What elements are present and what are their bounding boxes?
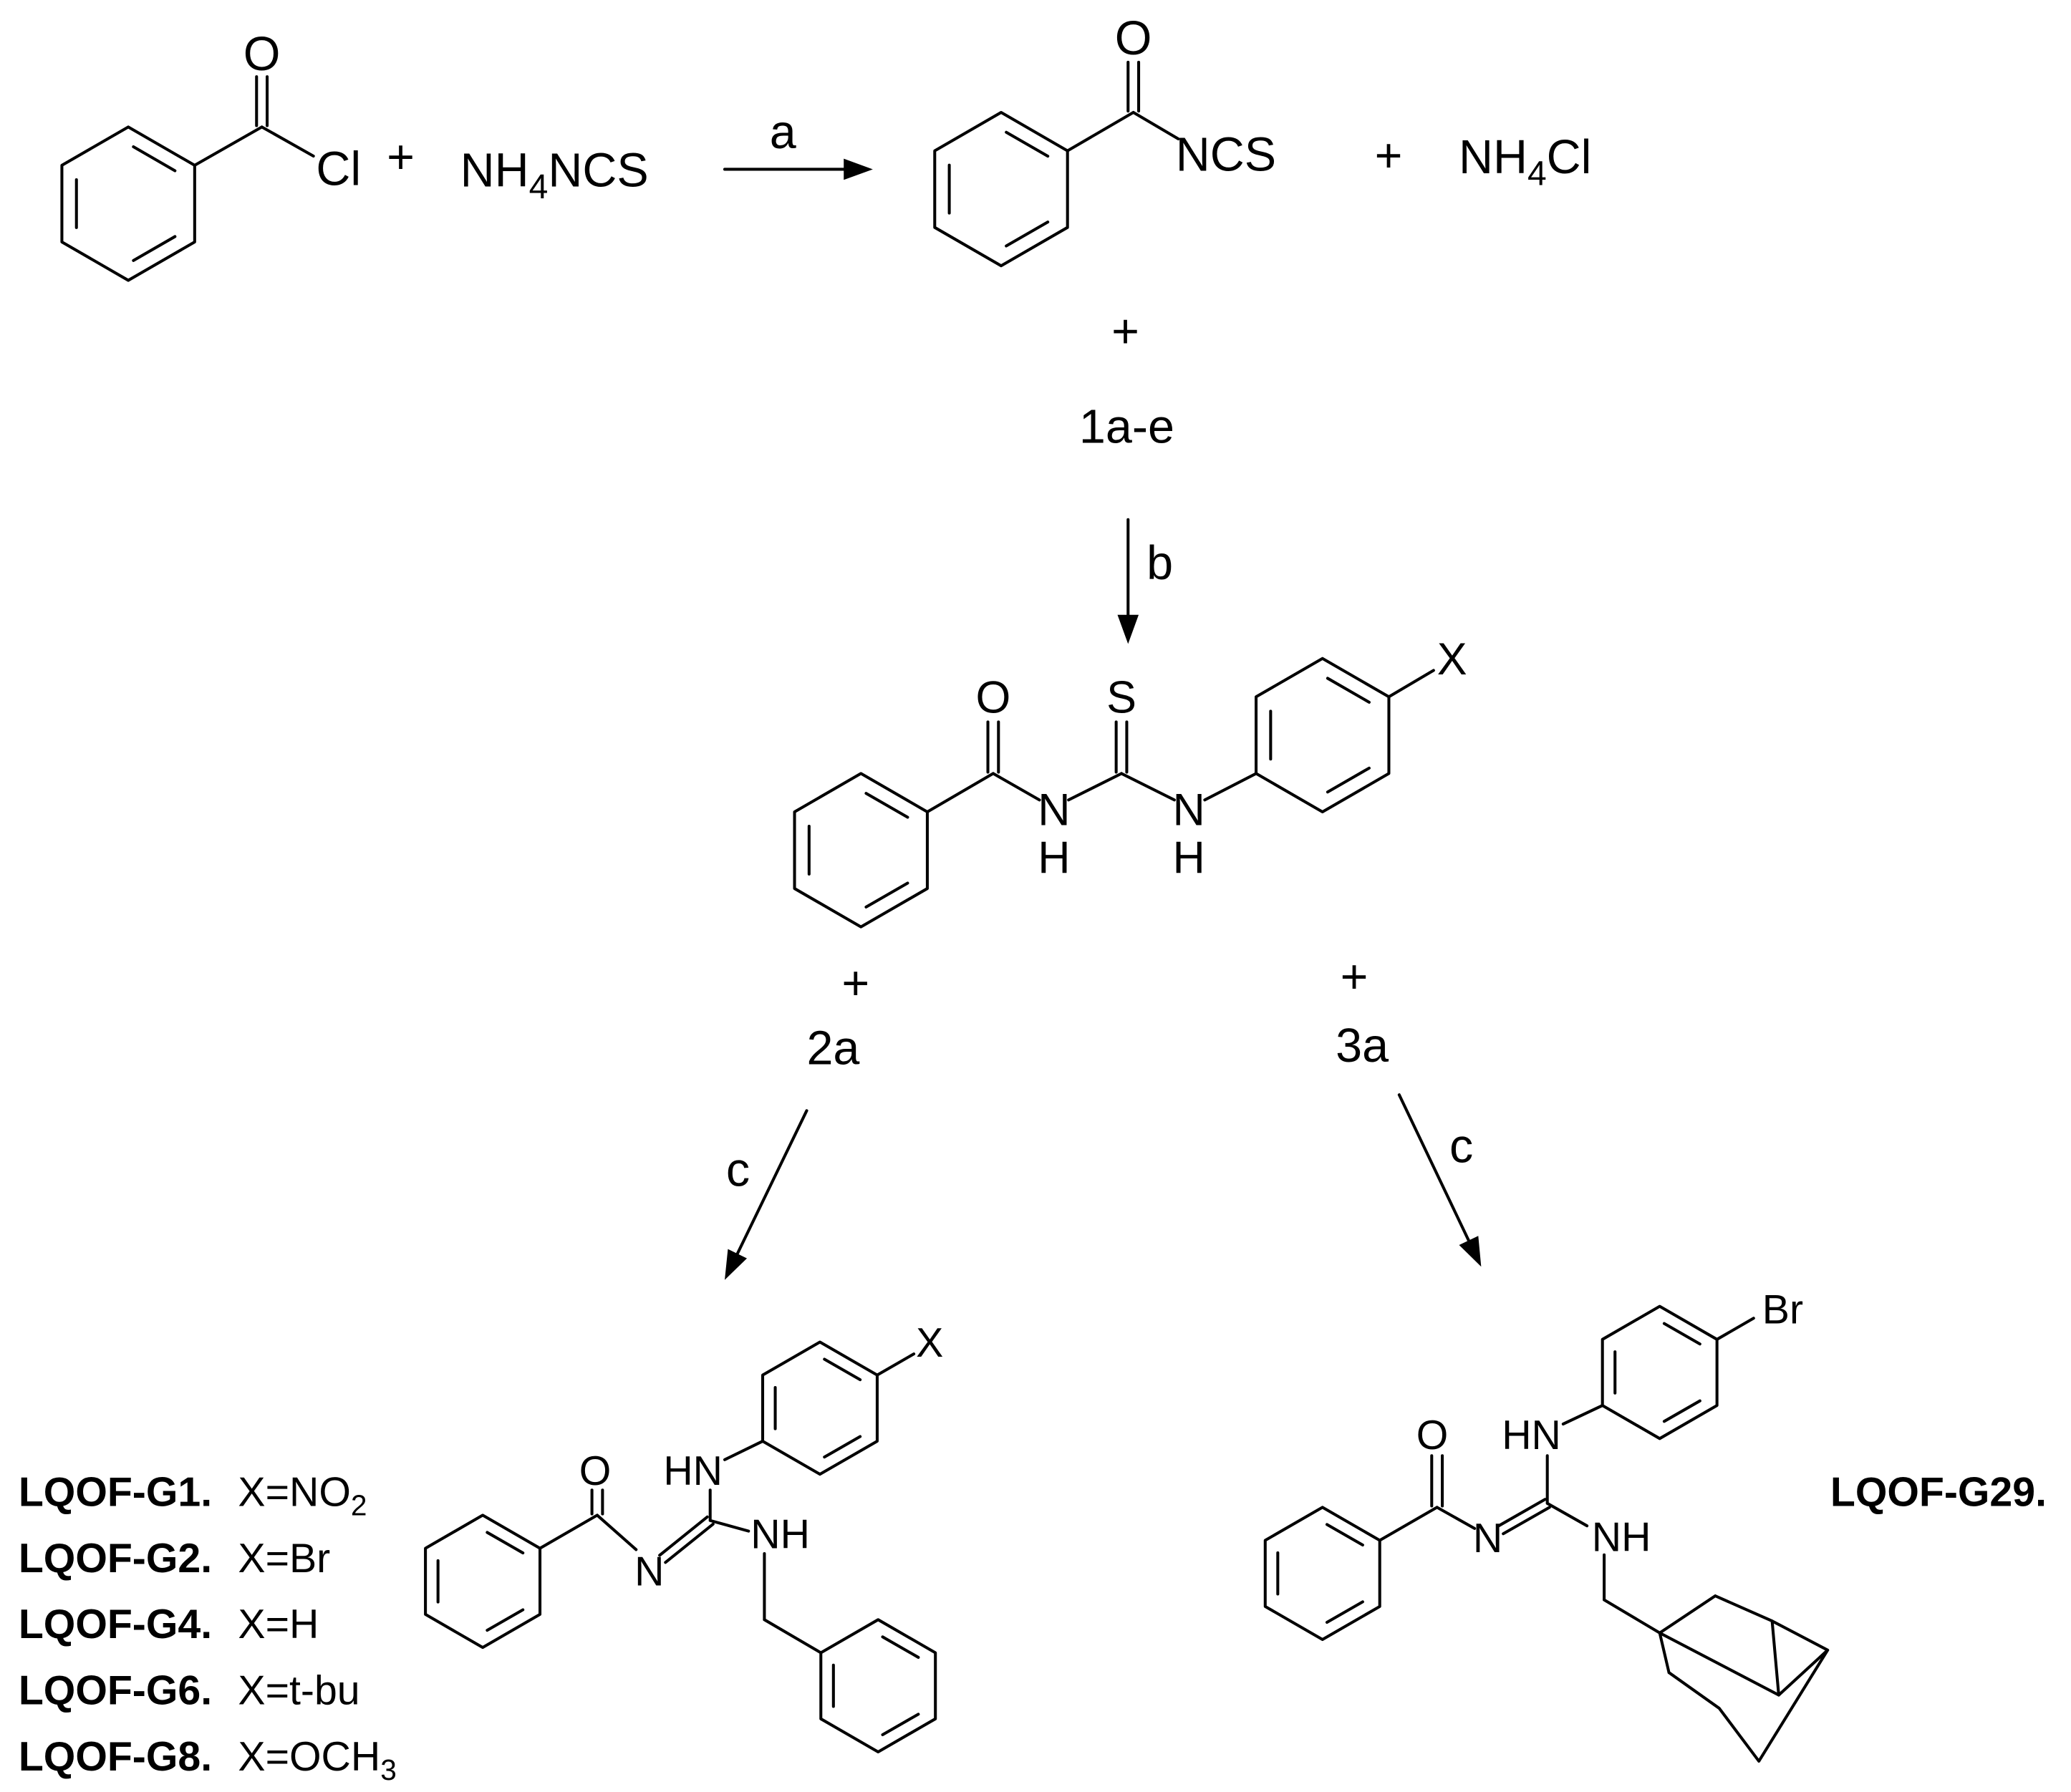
compound-id: LQOF-G4. — [19, 1602, 212, 1647]
amine-label: 1a-e — [1079, 401, 1174, 454]
left-product-nh-label: NH — [750, 1512, 810, 1558]
right-product-benzoyl-ring — [1263, 1506, 1381, 1642]
thiourea-hydrogen-2-label: H — [1173, 833, 1205, 883]
right-product-bromine-label: Br — [1762, 1287, 1803, 1333]
plus-sign-left: + — [841, 957, 869, 1010]
compound-id: LQOF-G1. — [19, 1469, 212, 1515]
thiourea-chain-bonds — [925, 669, 1435, 813]
isothiocyanate-oxygen-label: O — [1115, 12, 1152, 65]
reagent-part-2: NCS — [548, 144, 648, 197]
compound-substituent: X=t-bu — [238, 1668, 359, 1714]
thiourea-thiocarbonyl-double-bond — [1114, 720, 1129, 774]
arrow-b-head — [1117, 614, 1139, 644]
benzoyl-chloride-carbonyl-double-bond — [255, 75, 269, 127]
benzoyl-chloride-oxygen-label: O — [243, 28, 281, 81]
plus-sign-1: + — [387, 131, 415, 184]
plus-sign-right: + — [1341, 951, 1368, 1004]
compound-id: LQOF-G6. — [19, 1668, 212, 1714]
compound-id: LQOF-G2. — [19, 1536, 212, 1582]
arrow-a-head — [844, 158, 873, 180]
benzoyl-chloride-bonds — [193, 125, 315, 167]
reagent-2a-label: 2a — [806, 1022, 859, 1075]
left-product-aryl-ring — [761, 1340, 879, 1476]
arrow-c-left-label: c — [726, 1144, 750, 1197]
byproduct-part-1: NH — [1459, 131, 1527, 184]
right-product-bromophenyl-ring — [1601, 1304, 1719, 1440]
compound-id: LQOF-G8. — [19, 1734, 212, 1780]
left-product-chain-bonds — [538, 1352, 916, 1655]
thiourea-nitrogen-2-label: N — [1173, 785, 1205, 835]
thiourea-sulfur-label: S — [1106, 672, 1136, 722]
arrow-c-right-label: c — [1449, 1120, 1473, 1173]
right-product-hn-label: HN — [1502, 1413, 1561, 1458]
arrow-c-right-head — [1459, 1236, 1482, 1267]
arrow-c-right-shaft — [1397, 1093, 1470, 1242]
arrow-c-left-head — [725, 1249, 748, 1280]
compound-substituent: X=H — [238, 1602, 319, 1647]
arrow-c-left-shaft — [735, 1109, 808, 1256]
ammonium-chloride-label: NH4Cl — [1459, 131, 1592, 193]
benzoyl-isothiocyanate-bonds — [1066, 110, 1180, 152]
right-product-imine-nitrogen-label: N — [1473, 1516, 1502, 1561]
thiourea-nitrogen-1-label: N — [1038, 785, 1070, 835]
arrow-a-label: a — [770, 106, 796, 159]
substituent-subscript: 3 — [380, 1753, 397, 1786]
substituent-text: X=OCH — [238, 1734, 380, 1780]
right-product-chain-bonds — [1378, 1317, 1755, 1634]
reagent-part-1: NH — [460, 144, 529, 197]
left-product-substituent-label: X — [916, 1320, 943, 1366]
plus-sign-2: + — [1375, 130, 1403, 183]
left-product-imine-double-bond — [658, 1515, 715, 1564]
benzoyl-isothiocyanate-ring — [933, 110, 1069, 268]
left-product-carbonyl-double-bond — [590, 1488, 604, 1516]
byproduct-part-2: Cl — [1547, 131, 1592, 184]
right-product-oxygen-label: O — [1416, 1413, 1449, 1458]
right-product-imine-double-bond — [1497, 1498, 1551, 1536]
thiourea-hydrogen-1-label: H — [1038, 833, 1070, 883]
substituent-text: X=NO — [238, 1469, 350, 1515]
left-product-oxygen-label: O — [579, 1448, 612, 1494]
thiourea-substituent-label: X — [1437, 634, 1467, 684]
left-product-benzoyl-ring — [424, 1513, 542, 1650]
benzoyl-isothiocyanate-carbonyl-double-bond — [1126, 60, 1141, 113]
adamantane-cage — [1658, 1594, 1830, 1763]
benzoyl-chloride-chlorine-label: Cl — [316, 143, 361, 196]
left-product-hn-label: HN — [663, 1448, 723, 1494]
left-product-benzyl-ring — [819, 1618, 937, 1754]
label-layer: O Cl + NH4NCS a O NCS + NH4Cl + 1a-e b O… — [19, 12, 2047, 1786]
thiourea-carbonyl-double-bond — [986, 720, 1000, 774]
compound-substituent: X=OCH3 — [238, 1734, 396, 1786]
thiourea-aryl-ring — [1255, 657, 1391, 813]
reagent-subscript: 4 — [529, 168, 549, 206]
ammonium-thiocyanate-label: NH4NCS — [460, 144, 649, 206]
bond-layer — [60, 60, 1830, 1763]
right-product-nh-label: NH — [1592, 1514, 1651, 1560]
thiourea-oxygen-label: O — [975, 672, 1010, 722]
benzoyl-chloride-ring — [60, 125, 196, 282]
arrow-b-label: b — [1146, 537, 1173, 590]
right-product-carbonyl-double-bond — [1430, 1454, 1444, 1508]
isothiocyanate-group-label: NCS — [1176, 128, 1276, 181]
byproduct-subscript: 4 — [1527, 155, 1547, 193]
thiourea-benzoyl-ring — [793, 772, 929, 929]
reagent-3a-label: 3a — [1336, 1019, 1389, 1072]
right-product-id-label: LQOF-G29. — [1830, 1469, 2047, 1515]
compound-substituent: X=Br — [238, 1536, 330, 1582]
substituent-subscript: 2 — [351, 1488, 367, 1521]
left-product-imine-nitrogen-label: N — [634, 1549, 664, 1594]
plus-sign-3: + — [1111, 306, 1139, 359]
compound-substituent: X=NO2 — [238, 1469, 367, 1521]
